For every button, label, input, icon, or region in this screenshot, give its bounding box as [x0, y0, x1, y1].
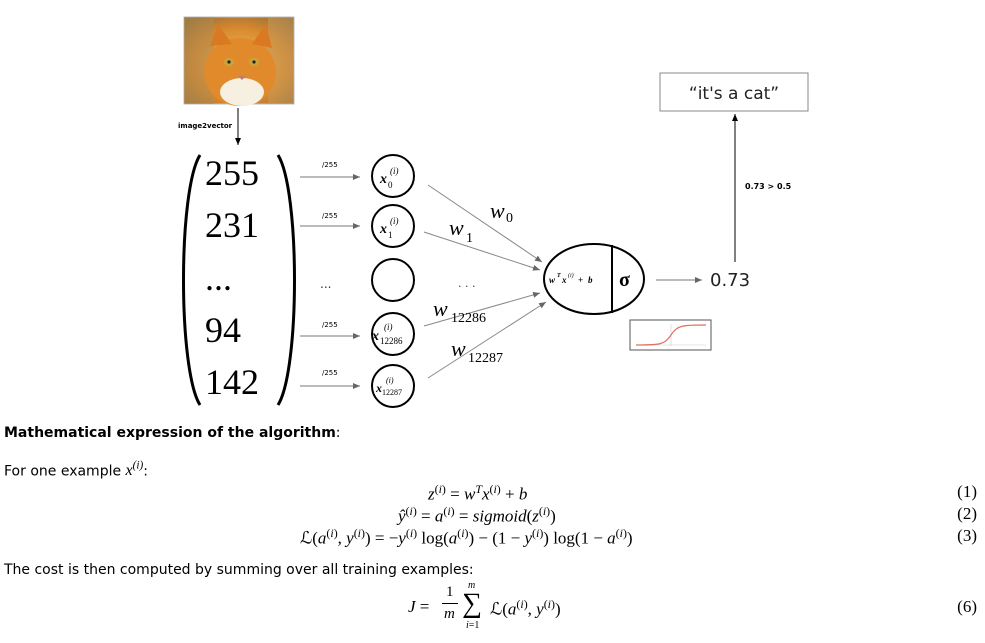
svg-text:x: x: [375, 381, 382, 395]
svg-text:T: T: [557, 273, 561, 279]
logistic-regression-diagram: image2vector 255 231 ... 94 142 /255 /25…: [178, 16, 809, 408]
prediction-box: “it's a cat”: [659, 72, 809, 112]
vector-entry-231: 231: [205, 205, 259, 245]
vector-entry-94: 94: [205, 310, 241, 350]
heading-bold: Mathematical expression of the algorithm: [4, 425, 336, 441]
weight-w0: w 0: [490, 198, 513, 226]
weight-w12287: w 12287: [451, 336, 503, 366]
equation-2: ŷ(i) = a(i) = sigmoid(z(i)): [398, 504, 556, 526]
svg-text:x: x: [379, 172, 387, 187]
svg-text:w: w: [490, 198, 505, 223]
svg-text:(i): (i): [386, 376, 394, 385]
sigmoid-plot-thumbnail: [629, 319, 712, 351]
right-paren: [276, 154, 296, 406]
svg-text:“it's a cat”: “it's a cat”: [689, 84, 779, 104]
middle-dots: ...: [320, 277, 331, 291]
svg-text:x: x: [379, 222, 387, 237]
input-node-x12287: x 12287 (i): [371, 364, 415, 408]
node-dots: . . .: [458, 277, 475, 290]
section-heading: Mathematical expression of the algorithm…: [4, 425, 341, 441]
input-node-empty: [371, 258, 415, 302]
cost-intro: The cost is then computed by summing ove…: [4, 562, 474, 578]
svg-text:x: x: [371, 329, 379, 344]
output-value: 0.73: [710, 270, 750, 291]
scale-label: /255: [322, 212, 338, 220]
svg-text:b: b: [588, 275, 593, 285]
svg-text:w: w: [449, 215, 464, 240]
svg-text:w: w: [549, 275, 556, 285]
vector-entry-dots: ...: [205, 258, 232, 298]
svg-text:12286: 12286: [380, 336, 403, 346]
svg-text:1: 1: [466, 231, 473, 246]
threshold-label: 0.73 > 0.5: [745, 182, 792, 191]
svg-text:(i): (i): [568, 272, 574, 279]
svg-text:1: 1: [388, 230, 393, 240]
for-one-example: For one example x(i):: [4, 460, 148, 480]
equation-1-number: (1): [957, 482, 977, 501]
svg-text:w: w: [451, 336, 466, 361]
svg-text:12287: 12287: [382, 388, 402, 397]
svg-text:12287: 12287: [468, 351, 503, 366]
svg-text:w: w: [433, 296, 448, 321]
for-one-text: For one example: [4, 463, 126, 480]
scale-label: /255: [322, 161, 338, 169]
svg-text:(i): (i): [390, 216, 399, 226]
equation-3: ℒ(a(i), y(i)) = −y(i) log(a(i)) − (1 − y…: [300, 526, 633, 548]
weight-w1: w 1: [449, 215, 473, 246]
svg-text:+: +: [578, 275, 583, 285]
sigma-symbol: σ: [619, 269, 630, 291]
svg-text:(i): (i): [390, 166, 399, 176]
svg-text:x: x: [561, 275, 567, 285]
svg-text:0: 0: [388, 180, 393, 190]
weight-w12286: w 12286: [433, 296, 486, 326]
input-node-x12286: x 12286 (i): [371, 312, 415, 356]
scale-label: /255: [322, 369, 338, 377]
equation-6: J = 1 m m ∑ i=1 ℒ(a(i), y(i)): [408, 580, 561, 631]
equation-6-number: (6): [957, 597, 977, 616]
input-node-x0: x 0 (i): [371, 154, 415, 198]
vector-entry-142: 142: [205, 362, 259, 402]
equation-2-number: (2): [957, 504, 977, 523]
scale-label: /255: [322, 321, 338, 329]
image2vector-label: image2vector: [178, 122, 233, 130]
svg-text:0: 0: [506, 211, 513, 226]
equation-1: z(i) = wTx(i) + b: [428, 482, 528, 504]
svg-text:12286: 12286: [451, 311, 486, 326]
vector-entry-255: 255: [205, 153, 259, 193]
input-node-x1: x 1 (i): [371, 204, 415, 248]
svg-text:(i): (i): [384, 322, 393, 332]
heading-colon: :: [335, 425, 341, 441]
equation-3-number: (3): [957, 526, 977, 545]
left-paren: [182, 154, 202, 406]
neuron: w T x (i) + b σ: [543, 243, 645, 315]
cat-image: [183, 16, 295, 106]
